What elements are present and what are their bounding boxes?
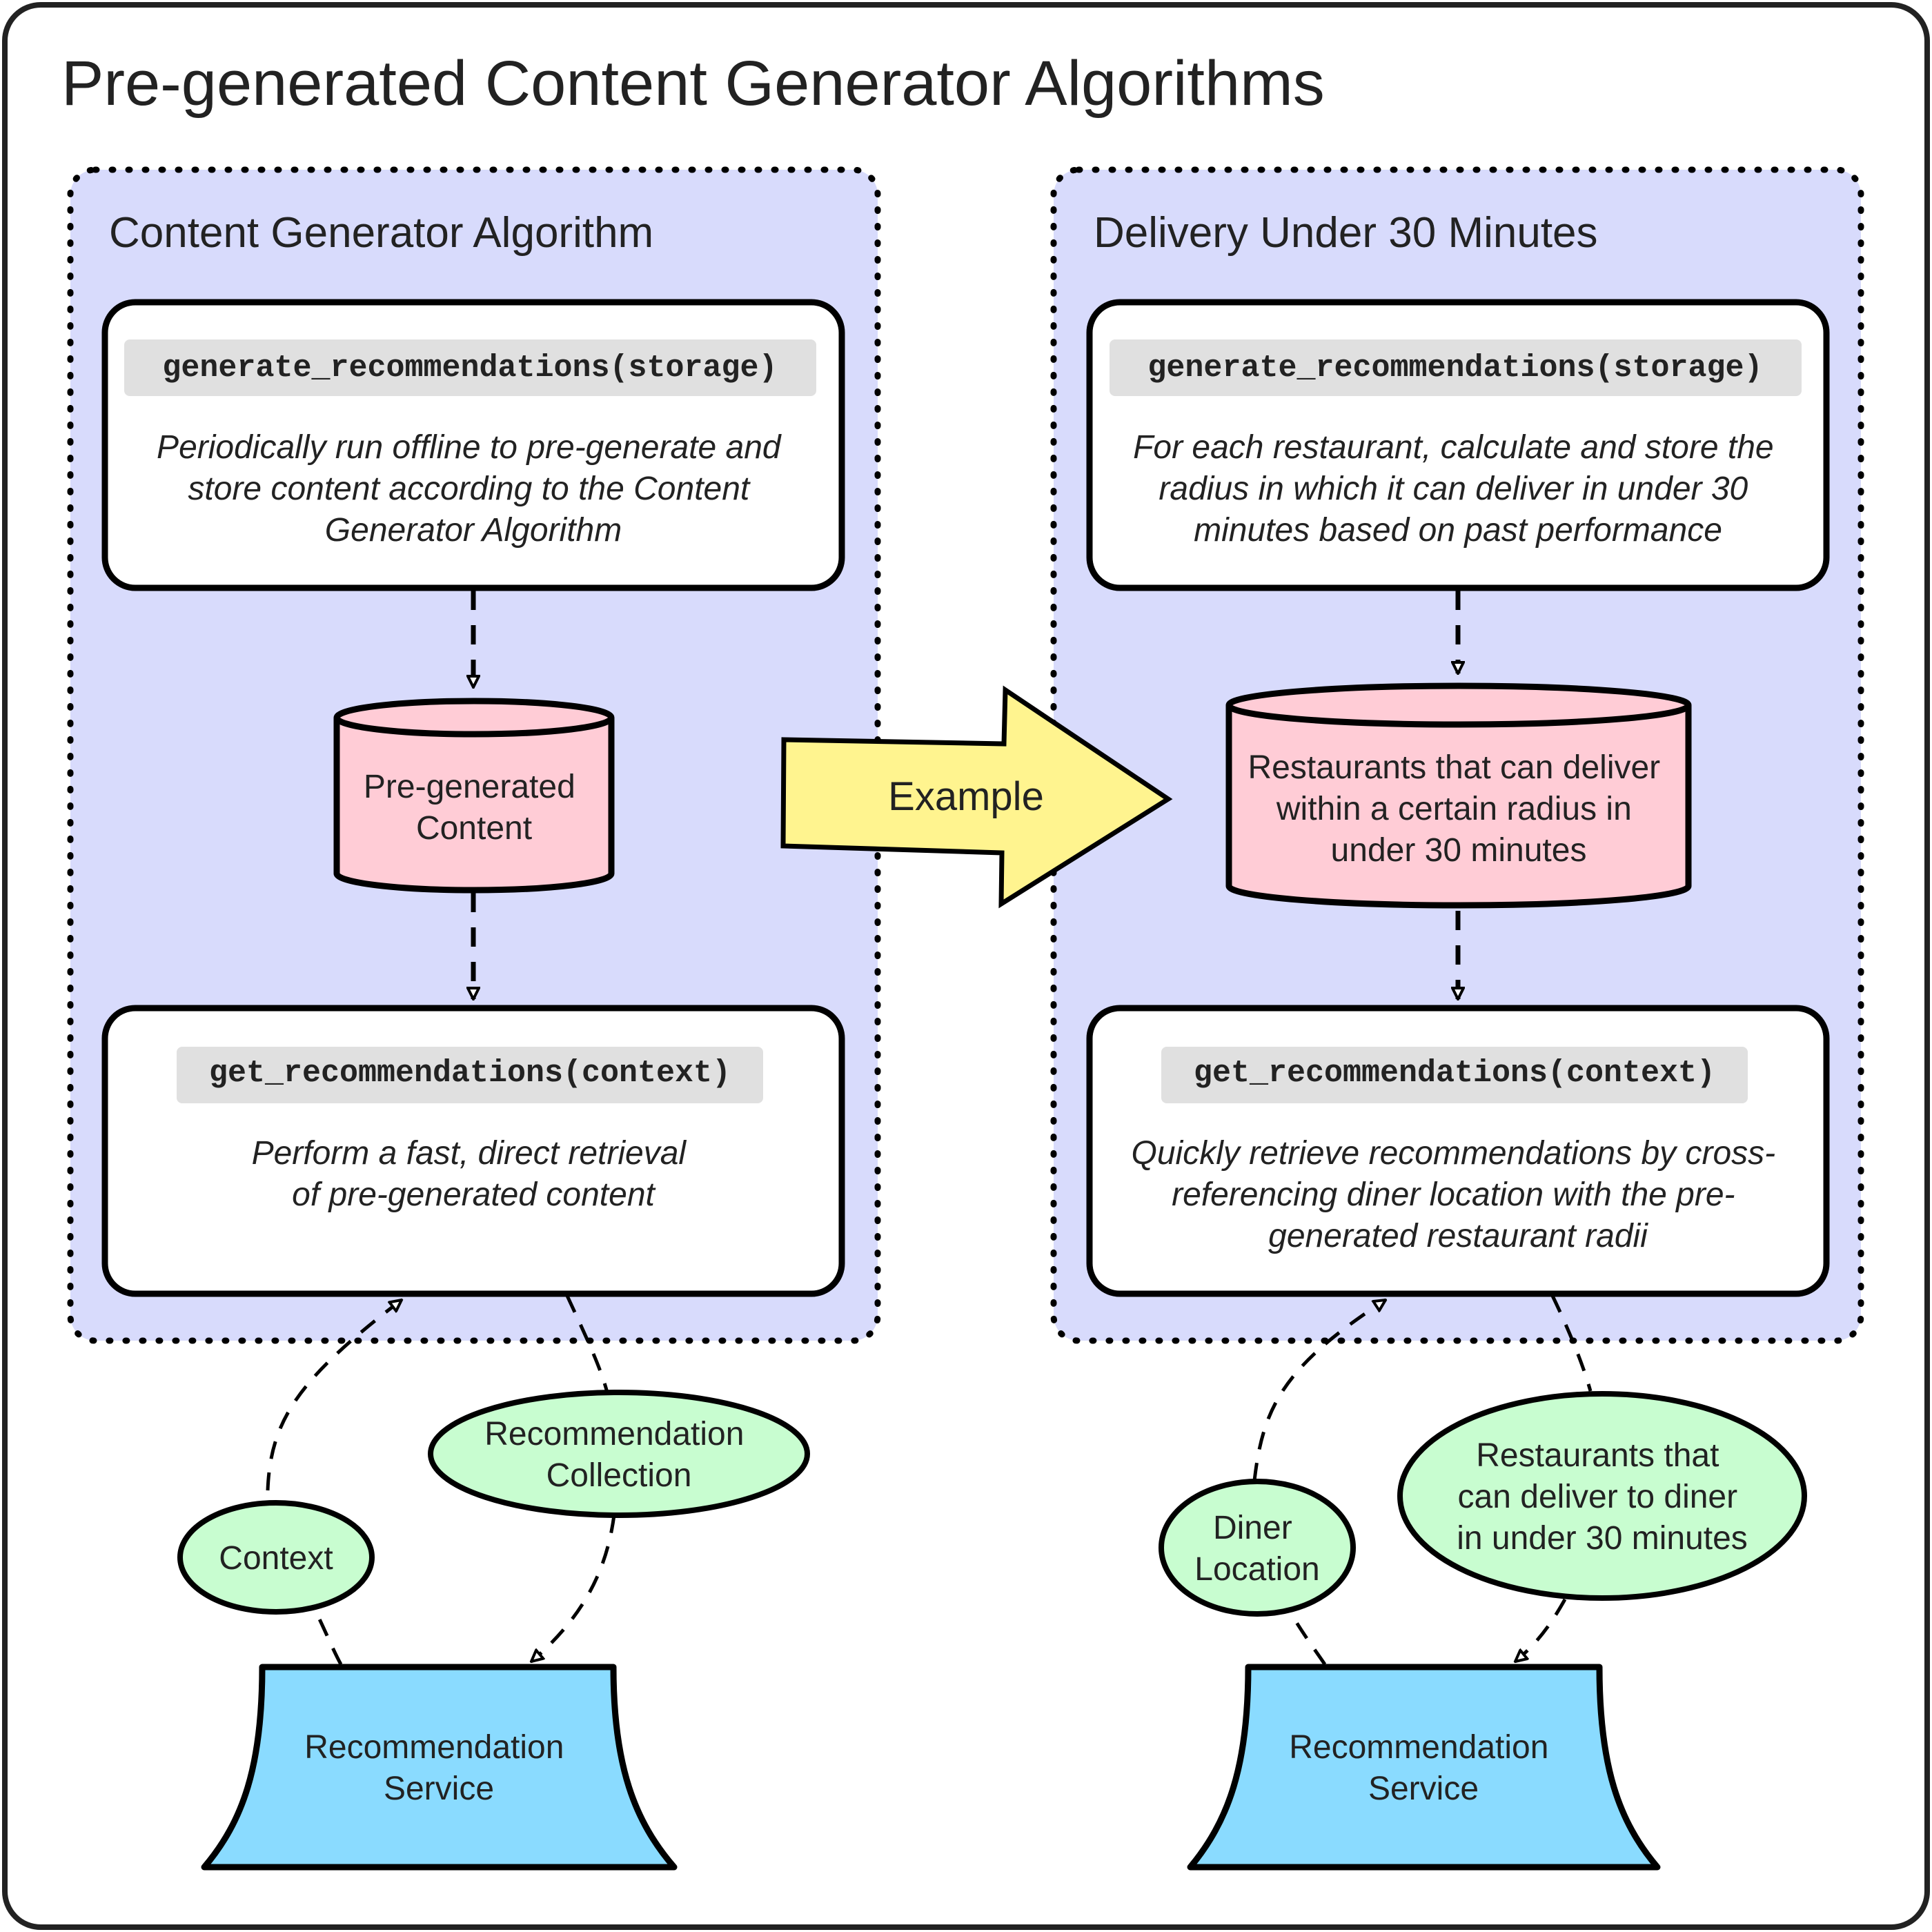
page-title: Pre-generated Content Generator Algorith… [61, 48, 1325, 119]
right-bottom-flow: Diner Location Restaurants that can deli… [1159, 1294, 1807, 1871]
code-label: get_recommendations(context) [1194, 1056, 1715, 1091]
code-label: generate_recommendations(storage) [162, 351, 777, 386]
connector-get-to-restaurants [1550, 1294, 1593, 1392]
description: Perform a fast, direct retrieval of pre-… [252, 1135, 696, 1213]
restaurants-result-label: Restaurants that can deliver to diner in… [1457, 1437, 1748, 1557]
connector-get-to-collection [565, 1294, 609, 1393]
service-label: Recommendation Service [1289, 1729, 1558, 1807]
description-line: store content according to the Content [188, 471, 751, 507]
arrow-collection-to-service [531, 1515, 616, 1662]
connector-service-to-context [312, 1606, 343, 1666]
context-ellipse[interactable]: Context [177, 1500, 375, 1615]
code-label: get_recommendations(context) [209, 1056, 731, 1091]
generate-recommendations-box[interactable]: generate_recommendations(storage) For ea… [1086, 299, 1830, 591]
recommendation-service-left[interactable]: Recommendation Service [201, 1664, 678, 1871]
example-arrow: Example [780, 685, 1173, 909]
connector-service-to-diner [1290, 1613, 1327, 1666]
arrow-diner-location-to-get [1252, 1300, 1386, 1481]
code-label: generate_recommendations(storage) [1147, 351, 1762, 386]
storage-label: Pre-generated Content [364, 769, 584, 847]
description-line: Periodically run offline to pre-generate… [157, 429, 782, 466]
code-label-bg [177, 1047, 763, 1103]
context-label: Context [219, 1540, 333, 1577]
code-label-bg [124, 339, 816, 396]
restaurants-result-ellipse[interactable]: Restaurants that can deliver to diner in… [1397, 1391, 1807, 1601]
left-bottom-flow: Context Recommendation Collection Recomm… [177, 1294, 810, 1871]
description: Periodically run offline to pre-generate… [157, 429, 790, 549]
diner-location-ellipse[interactable]: Diner Location [1159, 1479, 1356, 1617]
code-label-bg [1110, 339, 1802, 396]
collection-label: Recommendation Collection [484, 1416, 753, 1494]
recommendation-collection-ellipse[interactable]: Recommendation Collection [428, 1390, 810, 1518]
storage-cylinder[interactable]: Pre-generated Content [333, 698, 615, 894]
storage-label: Restaurants that can deliver within a ce… [1248, 749, 1670, 869]
arrow-context-to-get [266, 1300, 402, 1491]
get-recommendations-box[interactable]: get_recommendations(context) Perform a f… [101, 1005, 845, 1297]
panel-heading: Delivery Under 30 Minutes [1094, 209, 1598, 257]
arrow-restaurants-to-service [1515, 1598, 1567, 1662]
generate-recommendations-box[interactable]: generate_recommendations(storage) Period… [101, 299, 845, 591]
description-line: Generator Algorithm [325, 512, 622, 549]
description: For each restaurant, calculate and store… [1133, 429, 1783, 549]
service-label: Recommendation Service [304, 1729, 573, 1807]
diner-location-label: Diner Location [1194, 1510, 1319, 1588]
get-recommendations-box[interactable]: get_recommendations(context) Quickly ret… [1086, 1005, 1830, 1297]
code-label-bg [1161, 1047, 1748, 1103]
panel-content-generator: Content Generator Algorithm generate_rec… [67, 166, 881, 1344]
recommendation-service-right[interactable]: Recommendation Service [1187, 1664, 1661, 1871]
description: Quickly retrieve recommendations by cros… [1132, 1135, 1785, 1254]
example-label: Example [888, 774, 1044, 819]
panel-heading: Content Generator Algorithm [109, 209, 653, 257]
panel-delivery-under-30: Delivery Under 30 Minutes generate_recom… [1050, 166, 1864, 1344]
storage-cylinder[interactable]: Restaurants that can deliver within a ce… [1225, 682, 1692, 909]
